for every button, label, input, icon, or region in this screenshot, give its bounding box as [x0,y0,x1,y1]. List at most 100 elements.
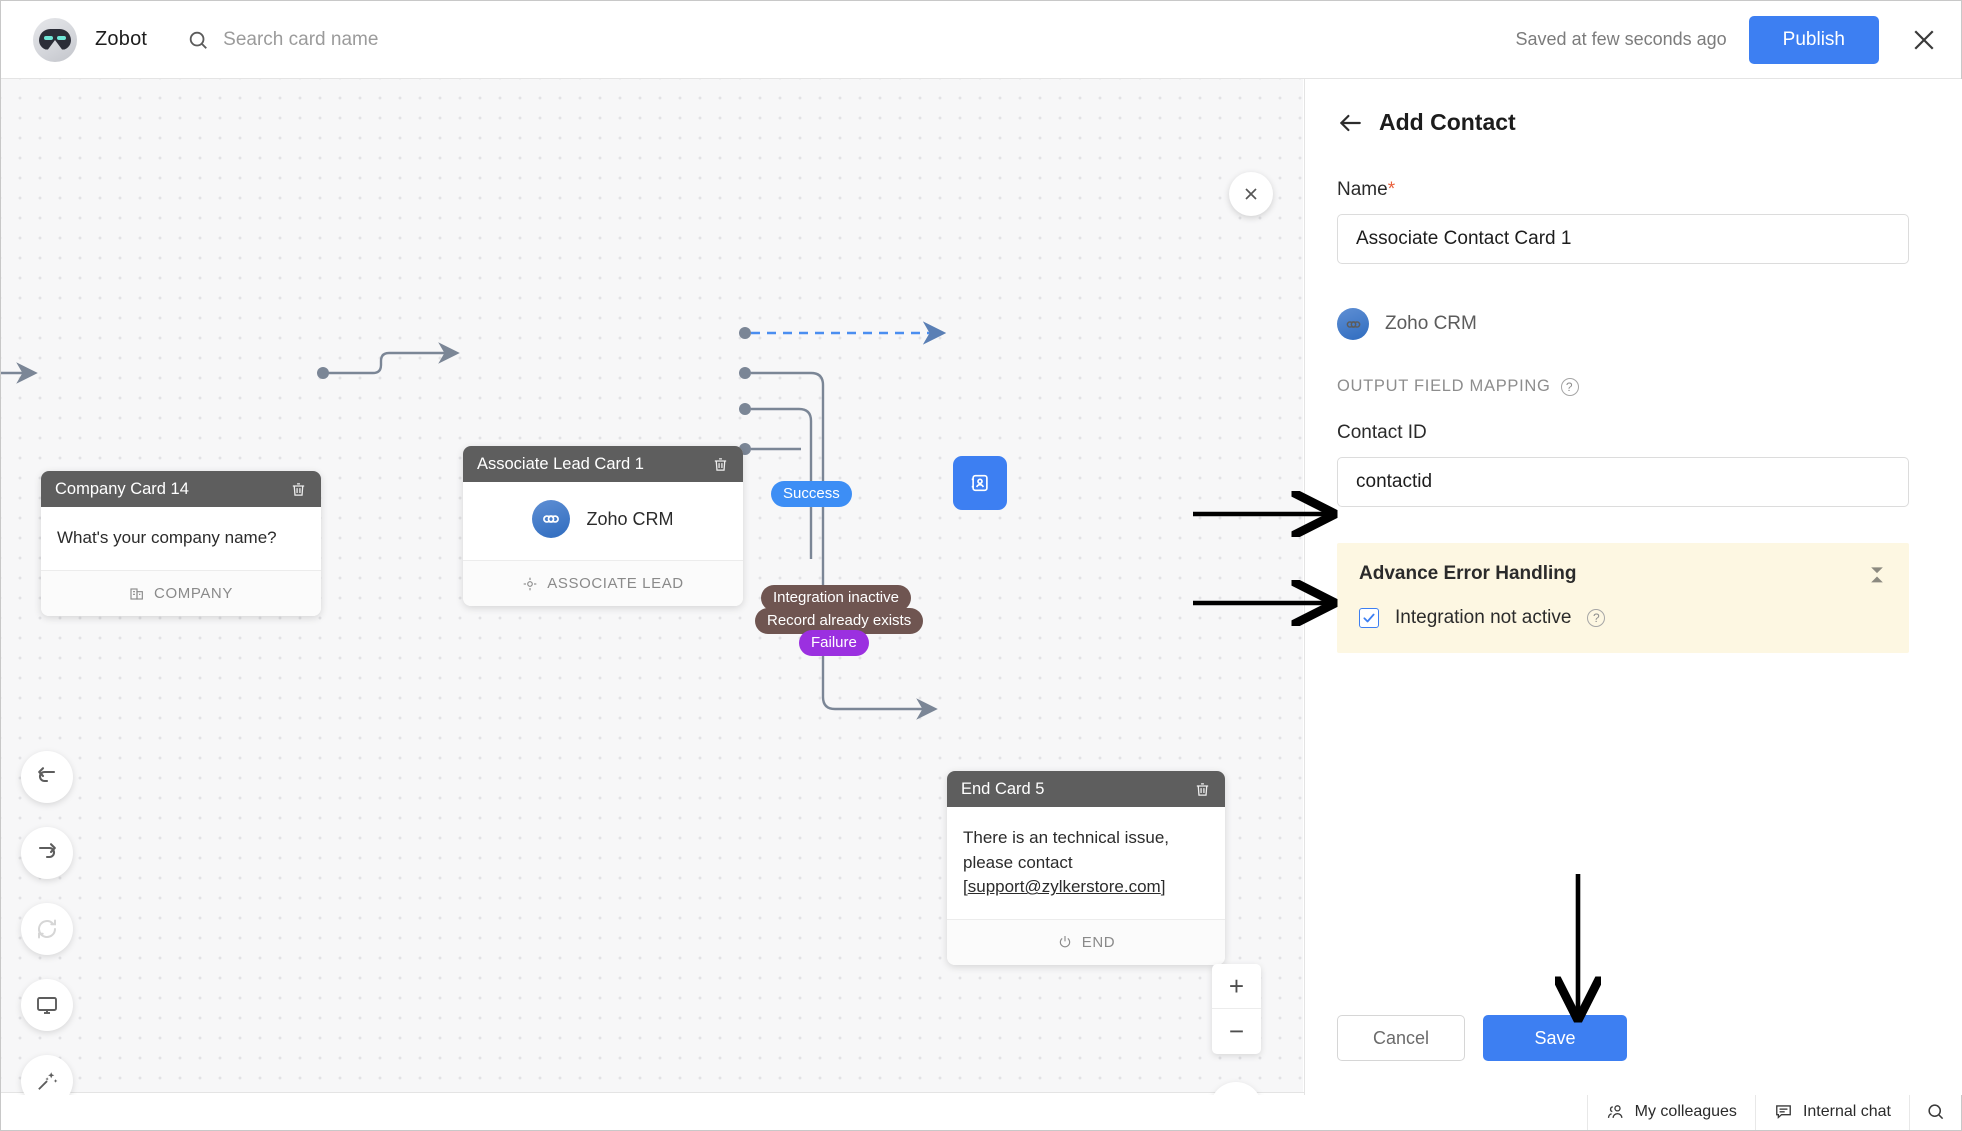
card-associate-lead[interactable]: Associate Lead Card 1 Zoho CRM [463,446,743,606]
zoom-controls: + − [1212,964,1261,1054]
name-label: Name* [1337,179,1962,201]
integration-row: Zoho CRM [479,492,727,548]
card-footer-label: ASSOCIATE LEAD [547,575,684,592]
integration-not-active-row[interactable]: Integration not active ? [1359,607,1887,629]
contact-id-input[interactable] [1337,457,1909,507]
flow-connectors [1,321,947,720]
my-colleagues-label: My colleagues [1634,1102,1737,1120]
card-title: Associate Lead Card 1 [477,454,644,473]
card-title: Company Card 14 [55,479,189,498]
panel-integration-row: Zoho CRM [1337,308,1962,340]
close-icon[interactable] [1909,25,1939,55]
zobot-logo [31,16,79,64]
internal-chat-label: Internal chat [1802,1102,1891,1120]
card-title: End Card 5 [961,779,1045,798]
undo-icon [38,767,56,783]
redo-button[interactable] [21,827,73,879]
pill-integration-inactive[interactable]: Integration inactive [761,585,911,611]
search-input[interactable] [223,28,644,51]
bottom-bar: My colleagues Internal chat [1,1092,1961,1130]
card-footer: COMPANY [41,569,321,616]
internal-chat-button[interactable]: Internal chat [1754,1093,1909,1130]
name-input[interactable] [1337,214,1909,264]
card-body: There is an technical issue, please cont… [947,807,1225,919]
output-field-mapping-text: OUTPUT FIELD MAPPING [1337,377,1551,395]
pill-failure[interactable]: Failure [799,630,869,656]
redo-icon [38,843,56,859]
advance-error-handling-box: Advance Error Handling Integration not a… [1337,543,1909,653]
page-title: Add Contact [1379,109,1516,135]
card-header: Associate Lead Card 1 [463,446,743,482]
delete-icon[interactable] [290,481,307,498]
advance-error-handling-header: Advance Error Handling [1359,563,1887,585]
search-bar[interactable] [187,28,644,51]
pill-record-already-exists[interactable]: Record already exists [755,608,924,634]
magic-wand-icon [38,1072,58,1090]
delete-icon[interactable] [712,456,729,473]
card-footer-label: END [1081,933,1116,951]
saved-status: Saved at few seconds ago [1515,29,1727,49]
search-icon [1928,1104,1944,1120]
panel-actions: Cancel Save [1337,1015,1627,1061]
target-icon [523,577,537,590]
top-bar: Zobot Saved at few seconds ago Publish [1,1,1961,79]
canvas-tool-rail [21,751,73,1095]
card-header: Company Card 14 [41,471,321,507]
save-button[interactable]: Save [1483,1015,1627,1061]
search-icon [189,31,208,49]
zobot-logo-eye-left [44,35,53,40]
fit-view-button[interactable] [1210,1082,1262,1095]
integration-name: Zoho CRM [586,508,674,529]
required-mark: * [1387,179,1396,200]
close-icon [1245,188,1257,200]
power-icon [1059,936,1070,948]
magic-wand-button[interactable] [21,1055,73,1095]
my-colleagues-button[interactable]: My colleagues [1586,1093,1755,1130]
card-body: What's your company name? [41,507,321,570]
zoom-out-button[interactable]: − [1228,1016,1245,1046]
back-arrow-icon[interactable] [1337,110,1363,136]
card-body: Zoho CRM [463,482,743,560]
zoom-in-button[interactable]: + [1212,964,1261,1009]
refresh-icon [38,919,56,939]
output-field-mapping-label: OUTPUT FIELD MAPPING ? [1337,377,1962,396]
refresh-button[interactable] [21,903,73,955]
bottom-search-button[interactable] [1909,1093,1961,1130]
panel-integration-name: Zoho CRM [1385,313,1477,334]
top-bar-right: Saved at few seconds ago Publish [1515,15,1961,64]
collapse-icon[interactable] [1867,563,1887,585]
flow-canvas[interactable]: Company Card 14 What's your company name… [1,79,1303,1095]
cancel-button[interactable]: Cancel [1337,1015,1465,1061]
contact-card-icon [971,474,988,492]
preview-button[interactable] [21,979,73,1031]
support-email-link[interactable]: support@zylkerstore.com [967,877,1161,897]
help-icon[interactable]: ? [1587,609,1606,627]
card-footer-label: COMPANY [154,584,233,602]
undo-button[interactable] [21,751,73,803]
zobot-logo-visor [39,28,71,50]
name-label-text: Name [1337,179,1388,200]
publish-button[interactable]: Publish [1748,15,1879,64]
panel-header: Add Contact [1305,79,1962,136]
preview-monitor-icon [37,997,57,1014]
brand-name: Zobot [95,28,148,50]
card-end[interactable]: End Card 5 There is an technical issue, … [947,771,1225,965]
zoho-crm-icon [1337,308,1369,340]
card-company[interactable]: Company Card 14 What's your company name… [41,471,321,616]
check-icon [1363,613,1375,623]
delete-icon[interactable] [1194,781,1211,798]
end-message-suffix: ] [1160,877,1166,897]
add-contact-panel: Add Contact Name* Zoho CRM OUTPUT FIELD … [1304,79,1962,1095]
contact-node-button[interactable] [953,456,1007,510]
building-icon [130,588,143,600]
pill-success[interactable]: Success [771,481,852,507]
zoho-crm-icon [532,500,571,538]
card-footer: ASSOCIATE LEAD [463,560,743,606]
zobot-logo-eye-right [57,35,66,40]
integration-not-active-checkbox[interactable] [1359,608,1379,628]
help-icon[interactable]: ? [1560,377,1579,396]
canvas-close-button[interactable] [1229,172,1273,216]
card-header: End Card 5 [947,771,1225,807]
advance-error-handling-title: Advance Error Handling [1359,563,1577,584]
